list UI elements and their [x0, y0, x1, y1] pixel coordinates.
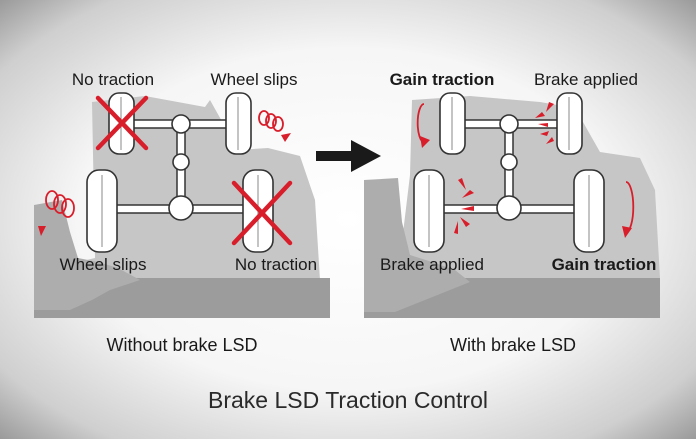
left-rear-left-label: Wheel slips [60, 255, 147, 274]
left-front-diff [171, 114, 191, 134]
right-rear-right-wheel [573, 169, 605, 253]
right-front-diff [499, 114, 519, 134]
right-front-right-label: Brake applied [534, 70, 638, 89]
left-front-right-wheel [225, 92, 252, 155]
left-panel: No traction Wheel slips Wheel slips No t… [34, 70, 330, 355]
left-rear-right-label: No traction [235, 255, 317, 274]
left-rear-left-wheel [86, 169, 118, 253]
left-terrain-rock [34, 200, 140, 310]
right-rear-right-label: Gain traction [552, 255, 657, 274]
right-front-left-label: Gain traction [390, 70, 495, 89]
right-rear-left-label: Brake applied [380, 255, 484, 274]
left-center-joint [172, 153, 190, 171]
right-center-joint [500, 153, 518, 171]
left-rear-no-traction-x-icon [231, 180, 293, 246]
right-front-right-wheel [556, 92, 583, 155]
right-terrain-rock [364, 178, 470, 312]
left-rear-spin-arrow-icon [38, 190, 75, 236]
diagram-title: Brake LSD Traction Control [208, 387, 488, 413]
right-front-rotation-arrow-icon [416, 103, 430, 148]
right-rear-rotation-arrow-icon [622, 181, 635, 238]
left-front-no-traction-x-icon [95, 95, 149, 151]
left-front-spin-arrow-icon [258, 110, 291, 142]
left-rear-diff [168, 195, 194, 221]
right-panel-caption: With brake LSD [450, 335, 576, 355]
right-panel: Gain traction Brake applied Brake applie… [364, 70, 660, 355]
left-panel-caption: Without brake LSD [106, 335, 257, 355]
right-front-brake-burst-icon [535, 102, 554, 144]
right-arrow-icon [316, 140, 381, 172]
left-front-right-label: Wheel slips [211, 70, 298, 89]
right-rear-left-wheel [413, 169, 445, 253]
left-front-left-label: No traction [72, 70, 154, 89]
right-front-left-wheel [439, 92, 466, 155]
right-rear-brake-burst-icon [454, 178, 474, 234]
right-rear-diff [496, 195, 522, 221]
